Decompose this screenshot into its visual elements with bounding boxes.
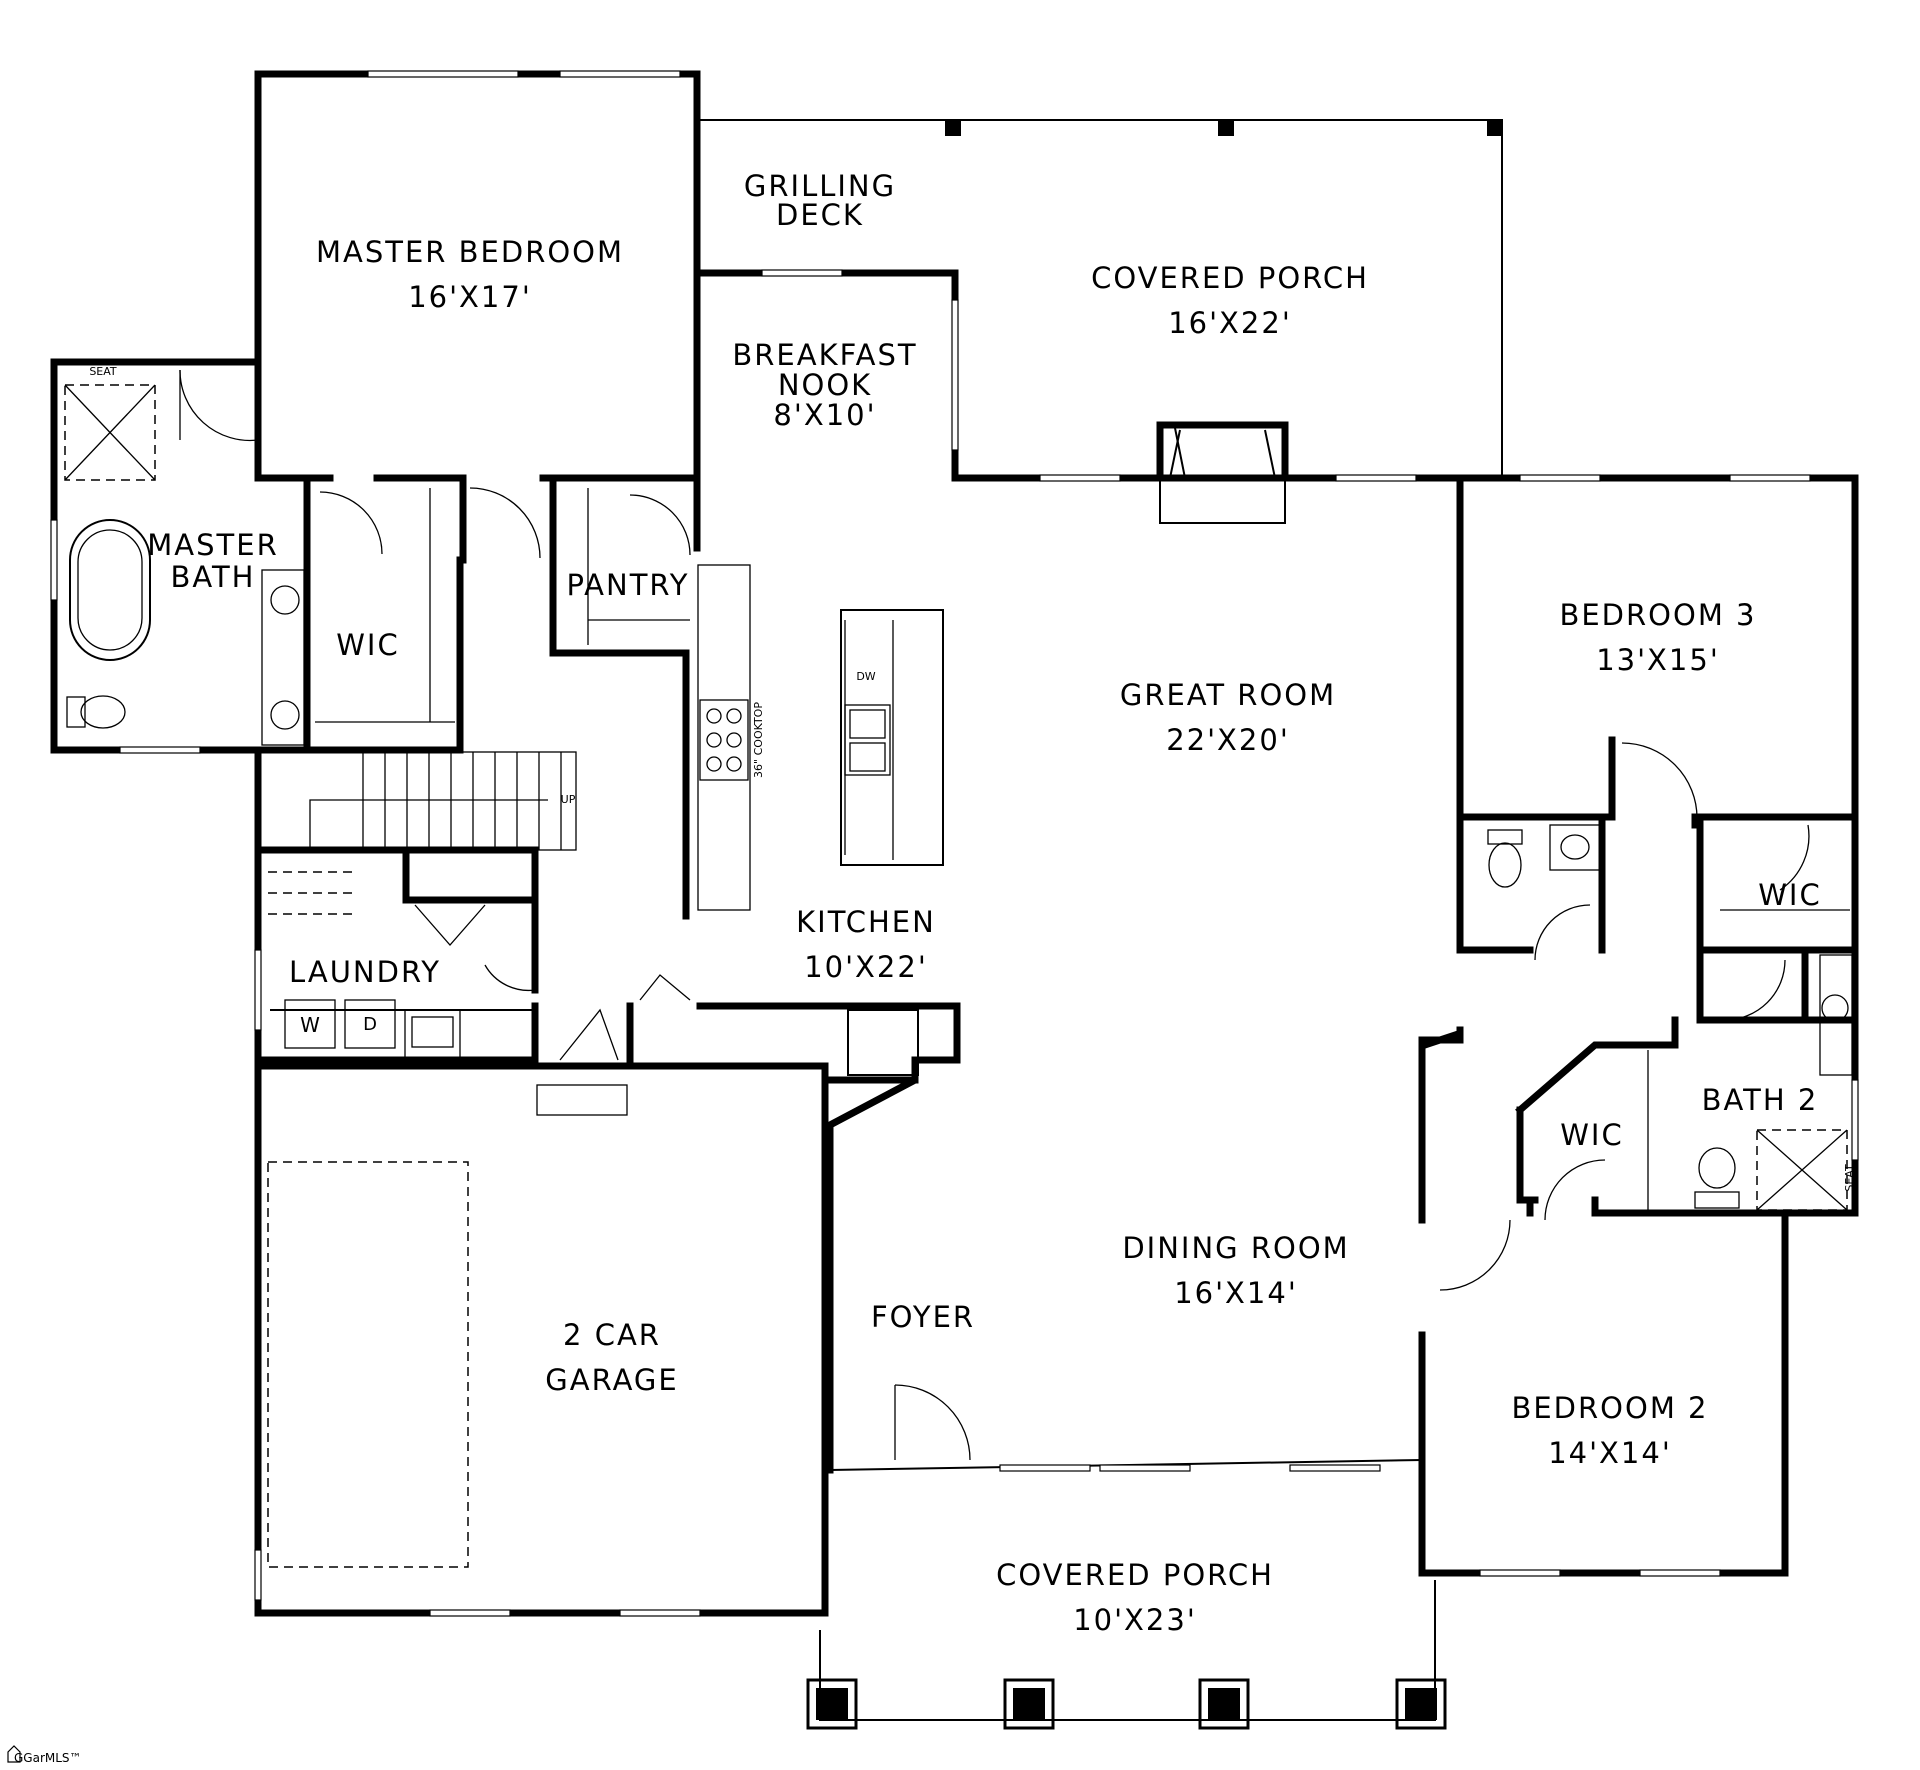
seat-label-master: SEAT (89, 365, 117, 378)
washer-label: W (300, 1013, 320, 1037)
garage-car-outline (267, 1161, 469, 1568)
bedroom3-name: BEDROOM 3 (1559, 598, 1756, 632)
kitchen-island (840, 609, 944, 866)
bedroom3-size: 13'X15' (1596, 643, 1720, 677)
cooktop-label: 36" COOKTOP (752, 702, 765, 778)
master-bedroom-size: 16'X17' (408, 280, 532, 314)
washer (284, 999, 336, 1049)
great-room-size: 22'X20' (1166, 723, 1290, 757)
master-wic-name: WIC (336, 628, 399, 662)
dishwasher-label: DW (856, 670, 875, 683)
open-edges (50, 70, 1859, 1721)
front-porch-name: COVERED PORCH (996, 1558, 1274, 1592)
master-bedroom-name: MASTER BEDROOM (316, 235, 624, 269)
doors (179, 369, 1810, 1461)
kitchen-sink (844, 704, 891, 776)
bedroom2-wic-name: WIC (1560, 1118, 1623, 1152)
toilet (1698, 1147, 1736, 1189)
laundry-sink (404, 1009, 461, 1059)
bath2-shower (1756, 1129, 1848, 1211)
refrigerator (847, 1009, 919, 1076)
fixtures: SEAT UP (64, 365, 1856, 1568)
sink (1821, 994, 1849, 1022)
sink (270, 700, 300, 730)
fireplace (1159, 427, 1286, 524)
dryer-label: D (363, 1014, 377, 1035)
sink (1560, 834, 1590, 860)
kitchen-counter (697, 564, 751, 911)
stairs-up-label: UP (561, 793, 576, 806)
cooktop (699, 699, 749, 781)
toilet (1488, 842, 1522, 888)
grilling-deck-line2: DECK (776, 198, 864, 232)
house-icon (7, 1745, 21, 1763)
dining-room-size: 16'X14' (1174, 1276, 1298, 1310)
front-porch-size: 10'X23' (1073, 1603, 1197, 1637)
laundry-name: LAUNDRY (289, 955, 441, 989)
pantry-name: PANTRY (567, 568, 690, 602)
bedroom2-size: 14'X14' (1548, 1436, 1672, 1470)
dryer (344, 999, 396, 1049)
walls (50, 70, 1859, 1617)
breakfast-nook-size: 8'X10' (773, 398, 876, 432)
bath2-name: BATH 2 (1702, 1083, 1819, 1117)
master-bath-line2: BATH (170, 560, 255, 594)
stairs: UP (268, 751, 577, 915)
kitchen-size: 10'X22' (804, 950, 928, 984)
bathtub (69, 519, 151, 661)
porch-columns (806, 1678, 1447, 1730)
sink (270, 585, 300, 615)
dining-room-name: DINING ROOM (1122, 1231, 1349, 1265)
breakfast-nook-line2: NOOK (778, 368, 872, 402)
great-room-name: GREAT ROOM (1120, 678, 1336, 712)
master-shower (64, 384, 156, 481)
master-bath-line1: MASTER (147, 528, 278, 562)
garage-line1: 2 CAR (563, 1318, 661, 1352)
foyer-name: FOYER (871, 1300, 975, 1334)
watermark-text: GGarMLS™ (14, 1751, 82, 1765)
kitchen-name: KITCHEN (796, 905, 936, 939)
bedroom3-wic-name: WIC (1758, 878, 1821, 912)
rear-porch-size: 16'X22' (1168, 306, 1292, 340)
mls-watermark: GGarMLS™ (7, 1745, 82, 1765)
garage-line2: GARAGE (545, 1363, 678, 1397)
seat-label-bath2: SEAT (1843, 1164, 1856, 1192)
breakfast-nook-line1: BREAKFAST (732, 338, 917, 372)
toilet (80, 695, 126, 729)
rear-porch-name: COVERED PORCH (1091, 261, 1369, 295)
room-labels: MASTER BEDROOM 16'X17' GRILLING DECK COV… (147, 169, 1821, 1637)
bedroom2-name: BEDROOM 2 (1511, 1391, 1708, 1425)
grilling-deck-line1: GRILLING (744, 169, 896, 203)
